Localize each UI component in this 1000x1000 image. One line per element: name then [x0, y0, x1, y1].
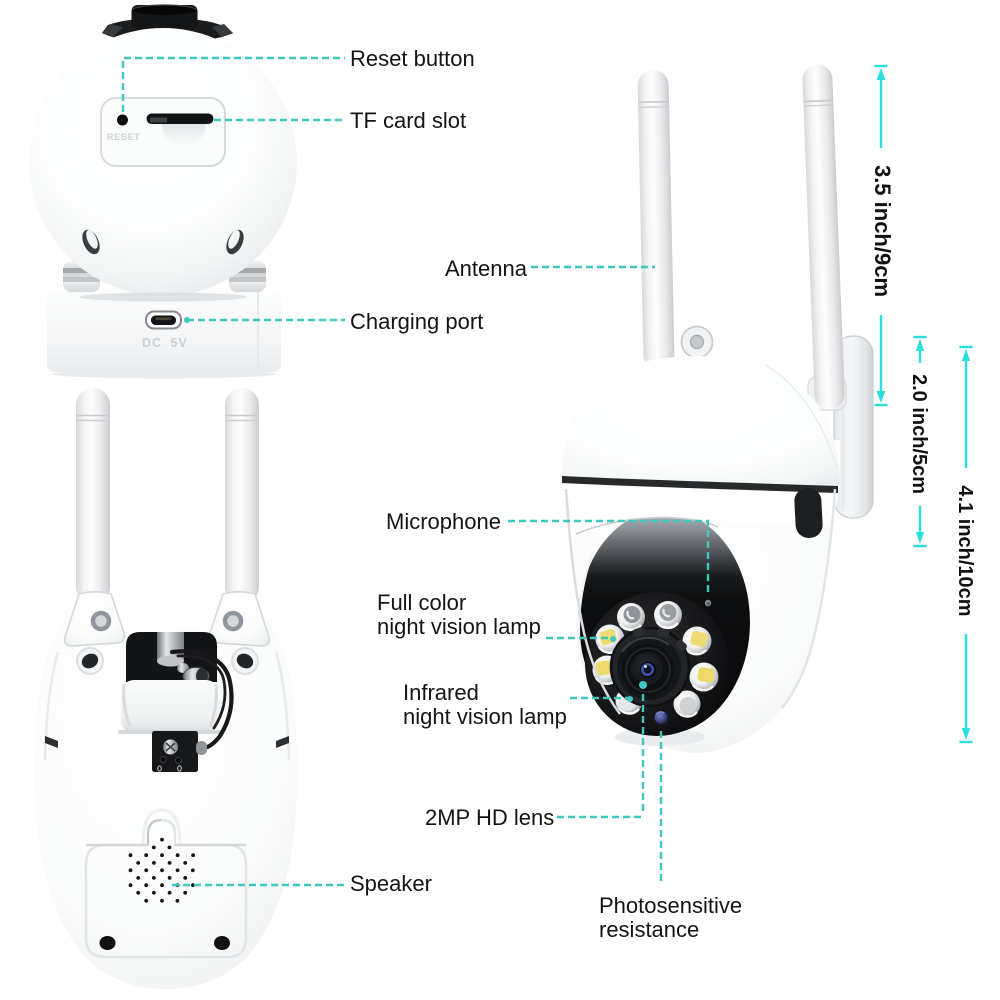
- svg-text:Speaker: Speaker: [350, 871, 432, 896]
- svg-text:night vision lamp: night vision lamp: [403, 704, 567, 729]
- svg-text:Reset button: Reset button: [350, 46, 475, 71]
- svg-text:2.0 inch/5cm: 2.0 inch/5cm: [908, 374, 930, 494]
- svg-text:Full color: Full color: [377, 590, 466, 615]
- svg-text:Photosensitive: Photosensitive: [599, 893, 742, 918]
- svg-text:TF card slot: TF card slot: [350, 108, 466, 133]
- svg-text:Charging port: Charging port: [350, 309, 483, 334]
- svg-text:3.5 inch/9cm: 3.5 inch/9cm: [870, 165, 895, 297]
- svg-text:night vision lamp: night vision lamp: [377, 614, 541, 639]
- svg-text:DC 5V: DC 5V: [142, 336, 188, 350]
- svg-text:RESET: RESET: [107, 132, 141, 142]
- svg-text:resistance: resistance: [599, 917, 699, 942]
- svg-text:2MP HD lens: 2MP HD lens: [425, 805, 554, 830]
- svg-text:Infrared: Infrared: [403, 680, 479, 705]
- svg-text:4.1 inch/10cm: 4.1 inch/10cm: [954, 485, 976, 616]
- svg-text:Antenna: Antenna: [445, 256, 528, 281]
- svg-text:Microphone: Microphone: [386, 509, 501, 534]
